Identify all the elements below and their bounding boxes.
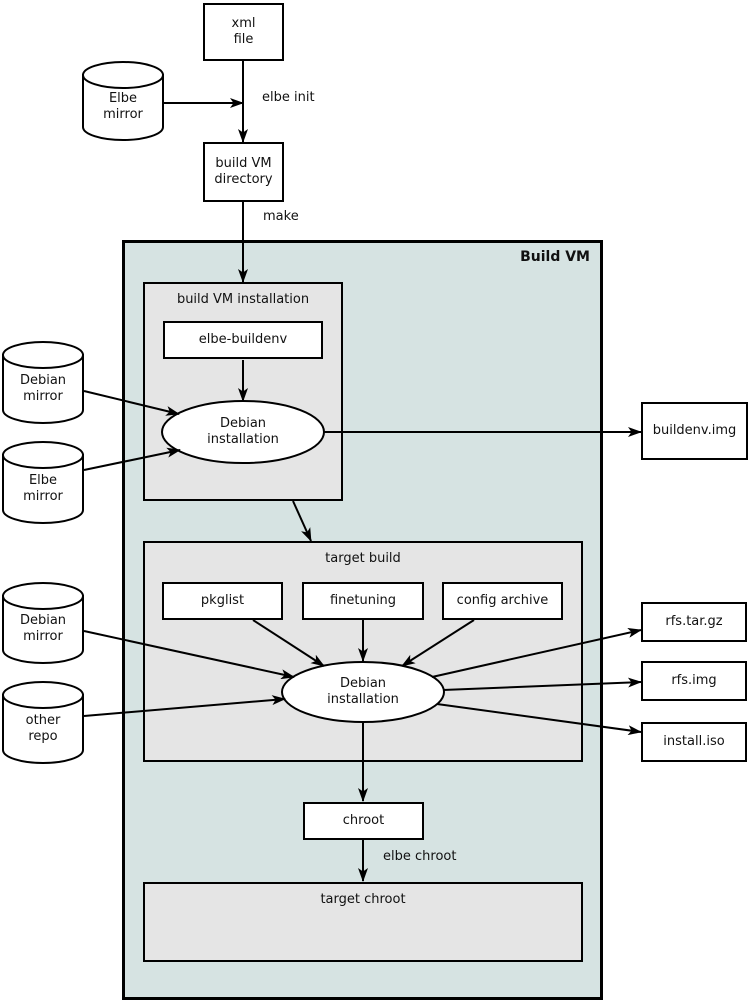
build-vm-label: Build VM — [520, 249, 590, 265]
node-elbe-buildenv: elbe-buildenv — [163, 321, 323, 359]
elbe-mirror-2-label: Elbe mirror — [23, 472, 63, 504]
edge-label-elbe-init: elbe init — [262, 90, 315, 105]
group-build-vm-installation: build VM installation — [143, 282, 343, 501]
elbe-mirror-top-label: Elbe mirror — [103, 91, 143, 122]
edge-label-make: make — [263, 209, 299, 224]
debian-mirror-2-label: Debian mirror — [19, 613, 67, 644]
elbe-mirror-top-cylinder-icon — [82, 61, 164, 141]
debian-mirror-1-label: Debian mirror — [19, 372, 67, 404]
node-rfs-img: rfs.img — [641, 661, 747, 701]
node-build-vm-directory: build VM directory — [203, 142, 284, 202]
group-build-vm-installation-title: build VM installation — [176, 292, 310, 307]
other-repo-label: other repo — [25, 712, 61, 744]
debian-mirror-1-cylinder-icon — [2, 341, 84, 424]
node-rfs-tar-gz: rfs.tar.gz — [641, 602, 747, 642]
other-repo-cylinder-icon — [2, 681, 84, 764]
debian-mirror-2-cylinder-icon — [2, 582, 84, 664]
group-target-chroot: target chroot — [143, 882, 583, 962]
edge-label-elbe-chroot: elbe chroot — [383, 849, 457, 864]
group-target-build: target build — [143, 541, 583, 762]
node-buildenv-img: buildenv.img — [641, 402, 748, 460]
elbe-mirror-2-cylinder-icon — [2, 441, 84, 524]
node-chroot: chroot — [303, 802, 424, 840]
group-target-build-title: target build — [325, 551, 401, 566]
node-pkglist: pkglist — [162, 582, 283, 620]
node-install-iso: install.iso — [641, 722, 747, 762]
node-finetuning: finetuning — [302, 582, 424, 620]
group-target-chroot-title: target chroot — [320, 892, 406, 907]
node-xml-file: xml file — [203, 3, 284, 61]
node-config-archive: config archive — [442, 582, 563, 620]
